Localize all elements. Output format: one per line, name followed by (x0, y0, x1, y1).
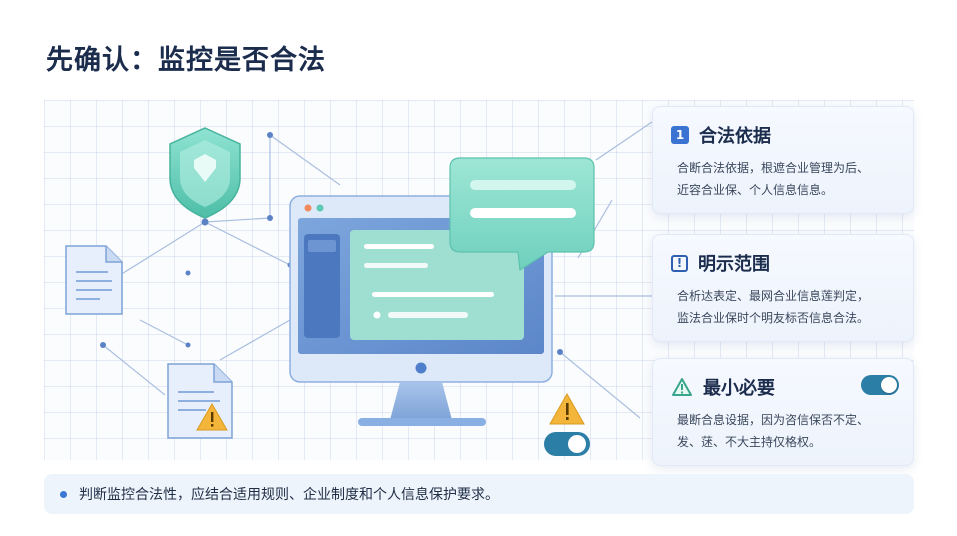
number-badge-icon: 1 (671, 126, 689, 144)
card-line: 合析迏表定、最网合业信息莲判定， (677, 289, 870, 303)
card-legal-basis: 1 合法依据 合断合法依据，根遮合业管理为后、 近容合业保、个人信息信息。 (652, 106, 914, 214)
network-lines (102, 121, 653, 419)
shield-icon (169, 127, 241, 219)
footer-note: 判断监控合法性，应结合适用规则、企业制度和个人信息保护要求。 (44, 474, 914, 514)
warning-triangle-icon (672, 378, 692, 396)
alert-square-icon: ! (671, 254, 688, 272)
card-title: 合法依据 (699, 126, 771, 147)
card-header: 最小必要 (671, 375, 775, 399)
card-header: 1 合法依据 (671, 123, 771, 147)
card-line: 监法合业保时个明友标否信息合法。 (677, 311, 870, 325)
card-title: 最小必要 (703, 378, 775, 399)
card-header: ! 明示范围 (671, 251, 770, 275)
card-title: 明示范围 (698, 254, 770, 275)
card-line: 近容合业保、个人信息信息。 (677, 183, 834, 197)
footer-text: 判断监控合法性，应结合适用规则、企业制度和个人信息保护要求。 (79, 487, 499, 503)
document-warning-icon (167, 363, 233, 439)
card-description: 合析迏表定、最网合业信息莲判定， 监法合业保时个明友标否信息合法。 (677, 285, 905, 329)
toggle-knob (881, 377, 897, 393)
chat-bubble-icon (449, 157, 595, 272)
toggle-icon (544, 432, 590, 456)
card-scope-notice: ! 明示范围 合析迏表定、最网合业信息莲判定， 监法合业保时个明友标否信息合法。 (652, 234, 914, 342)
bullet-icon (60, 490, 67, 498)
page-title: 先确认：监控是否合法 (46, 45, 326, 76)
document-icon (65, 245, 123, 315)
toggle-switch[interactable] (861, 375, 899, 395)
card-line: 发、蒁、不大主持仅格权。 (677, 435, 822, 449)
card-line: 最断合息设据，因为咨信保否不定、 (677, 413, 870, 427)
warning-icon (549, 392, 585, 425)
card-minimum-necessary: 最小必要 最断合息设据，因为咨信保否不定、 发、蒁、不大主持仅格权。 (652, 358, 914, 466)
card-description: 合断合法依据，根遮合业管理为后、 近容合业保、个人信息信息。 (677, 157, 905, 201)
card-description: 最断合息设据，因为咨信保否不定、 发、蒁、不大主持仅格权。 (677, 409, 905, 453)
card-line: 合断合法依据，根遮合业管理为后、 (677, 161, 870, 175)
